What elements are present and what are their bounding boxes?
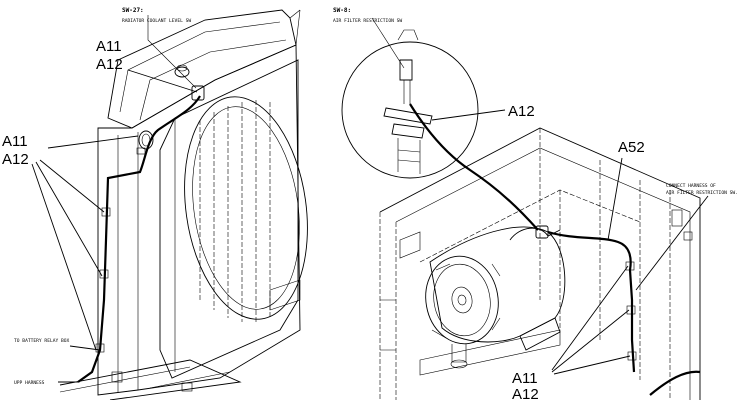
air-cleaner [419, 226, 566, 376]
callout-a11-bottom: A11 [512, 370, 538, 387]
callout-a11-top: A11 [96, 38, 122, 55]
sw8-tag: SW-8: [333, 7, 351, 14]
right-leader-lines [551, 157, 709, 375]
sw8-description: AIR FILTER RESTRICTION SW [333, 18, 402, 24]
detail-circle [341, 17, 539, 231]
right-harness [535, 225, 701, 396]
callout-a12-bottom: A12 [512, 386, 539, 400]
callout-a12-detail: A12 [508, 103, 535, 120]
callout-a11-left: A11 [2, 133, 28, 150]
callout-a12-top: A12 [96, 56, 123, 73]
note-battery-relay-box: TO BATTERY RELAY BOX [14, 338, 70, 344]
note-connect-line1: CONNECT HARNESS OF [666, 183, 716, 189]
left-leader-lines [31, 15, 198, 383]
enclosure-frame [379, 127, 701, 400]
sw27-description: RADIATOR COOLANT LEVEL SW [122, 18, 191, 24]
radiator-assembly [59, 9, 308, 400]
sw27-tag: SW-27: [122, 7, 144, 14]
note-upp-harness: UPP HARNESS [14, 380, 45, 386]
callout-a52: A52 [618, 139, 645, 156]
note-connect-line2: AIR FILTER RESTRICTION SW. [666, 190, 738, 196]
callout-a12-left: A12 [2, 151, 29, 168]
